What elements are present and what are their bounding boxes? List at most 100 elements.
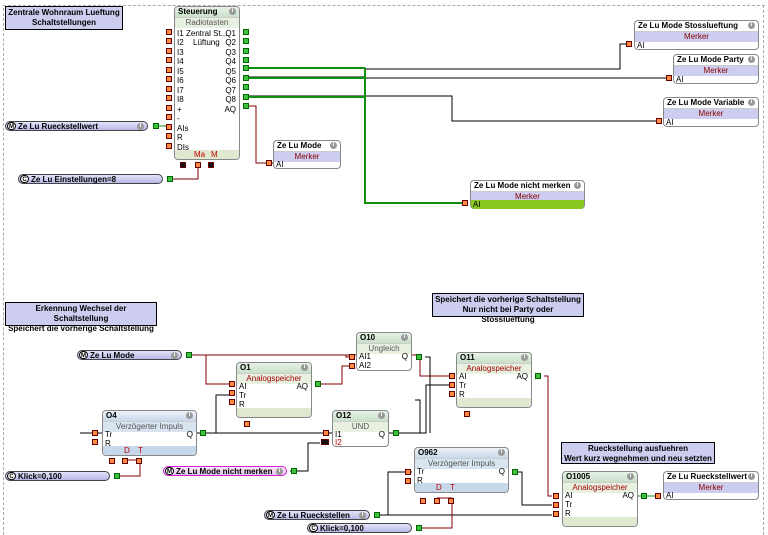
output-pin[interactable]	[243, 94, 249, 100]
input-pin[interactable]	[166, 29, 172, 35]
input-pin[interactable]	[656, 118, 662, 124]
param-pin[interactable]	[208, 162, 214, 168]
input-pin[interactable]	[166, 114, 172, 120]
input-pin[interactable]	[449, 382, 455, 388]
input-pin[interactable]	[166, 38, 172, 44]
input-pin[interactable]	[166, 105, 172, 111]
info-icon[interactable]: i	[574, 182, 581, 189]
input-pin[interactable]	[405, 478, 411, 484]
param-pin[interactable]	[244, 421, 250, 427]
info-icon[interactable]: i	[521, 354, 528, 361]
output-pin[interactable]	[114, 473, 120, 479]
output-pin[interactable]	[243, 75, 249, 81]
input-pin[interactable]	[666, 75, 672, 81]
output-pin[interactable]	[535, 373, 541, 379]
output-pin[interactable]	[153, 123, 159, 129]
input-pin[interactable]	[553, 493, 559, 499]
info-icon[interactable]: i	[137, 123, 144, 130]
var-ze-lu-einstellungen[interactable]: C Ze Lu Einstellungen=8	[18, 174, 163, 184]
info-icon[interactable]: i	[748, 99, 755, 106]
output-pin[interactable]	[243, 84, 249, 90]
param-pin[interactable]	[434, 498, 440, 504]
output-pin[interactable]	[374, 512, 380, 518]
input-pin[interactable]	[166, 57, 172, 63]
param-pin[interactable]	[464, 411, 470, 417]
info-icon[interactable]: i	[186, 412, 193, 419]
input-pin[interactable]	[166, 133, 172, 139]
output-pin[interactable]	[512, 469, 518, 475]
info-icon[interactable]: i	[748, 22, 755, 29]
info-icon[interactable]: i	[229, 8, 236, 15]
output-pin[interactable]	[393, 430, 399, 436]
input-pin[interactable]	[462, 200, 468, 206]
param-pin[interactable]	[448, 498, 454, 504]
input-pin[interactable]	[405, 469, 411, 475]
input-pin[interactable]	[166, 95, 172, 101]
output-pin[interactable]	[416, 525, 422, 531]
input-pin[interactable]	[166, 67, 172, 73]
output-pin[interactable]	[243, 48, 249, 54]
output-pin[interactable]	[416, 354, 422, 360]
var-ze-lu-rueckstellwert[interactable]: M Ze Lu Rueckstellwert i	[5, 121, 148, 131]
input-pin[interactable]	[92, 430, 98, 436]
output-pin[interactable]	[186, 352, 192, 358]
output-pin[interactable]	[641, 493, 647, 499]
input-pin[interactable]	[166, 124, 172, 130]
output-pin[interactable]	[243, 103, 249, 109]
output-pin[interactable]	[315, 381, 321, 387]
input-pin[interactable]	[92, 439, 98, 445]
output-pin[interactable]	[243, 57, 249, 63]
input-pin[interactable]	[166, 143, 172, 149]
info-icon[interactable]: i	[171, 352, 178, 359]
param-pin[interactable]	[136, 458, 142, 464]
var-ze-lu-rueckstellen[interactable]: M Ze Lu Rueckstellen i	[264, 510, 370, 520]
input-pin[interactable]	[553, 502, 559, 508]
param-pin[interactable]	[122, 458, 128, 464]
param-pin[interactable]	[420, 498, 426, 504]
param-pin[interactable]	[109, 458, 115, 464]
var-klick-2[interactable]: C Klick=0,100	[307, 523, 412, 533]
output-pin[interactable]	[243, 38, 249, 44]
info-icon[interactable]: i	[401, 334, 408, 341]
output-pin[interactable]	[200, 430, 206, 436]
input-pin[interactable]	[229, 390, 235, 396]
output-pin[interactable]	[243, 29, 249, 35]
input-pin[interactable]	[166, 86, 172, 92]
info-icon[interactable]: i	[378, 412, 385, 419]
input-pin[interactable]	[449, 373, 455, 379]
input-pin[interactable]	[166, 48, 172, 54]
info-icon[interactable]: i	[276, 468, 283, 475]
input-pin[interactable]	[655, 493, 661, 499]
input-pin[interactable]	[449, 391, 455, 397]
info-icon[interactable]: i	[330, 142, 337, 149]
input-pin[interactable]	[553, 511, 559, 517]
info-icon[interactable]: i	[359, 512, 366, 519]
var-klick-1[interactable]: C Klick=0,100	[5, 471, 110, 481]
output-pin[interactable]	[167, 176, 173, 182]
input-pin[interactable]	[266, 160, 272, 166]
var-ze-lu-mode[interactable]: M Ze Lu Mode i	[77, 350, 182, 360]
info-icon[interactable]: i	[301, 364, 308, 371]
input-pin[interactable]	[349, 363, 355, 369]
param-pin[interactable]	[195, 162, 201, 168]
info-icon[interactable]: i	[627, 473, 634, 480]
input-pin[interactable]	[626, 41, 632, 47]
input-pin[interactable]	[323, 430, 329, 436]
output-pin[interactable]	[291, 468, 297, 474]
input-pin[interactable]	[229, 399, 235, 405]
info-icon[interactable]: i	[748, 473, 755, 480]
output-pin[interactable]	[243, 65, 249, 71]
